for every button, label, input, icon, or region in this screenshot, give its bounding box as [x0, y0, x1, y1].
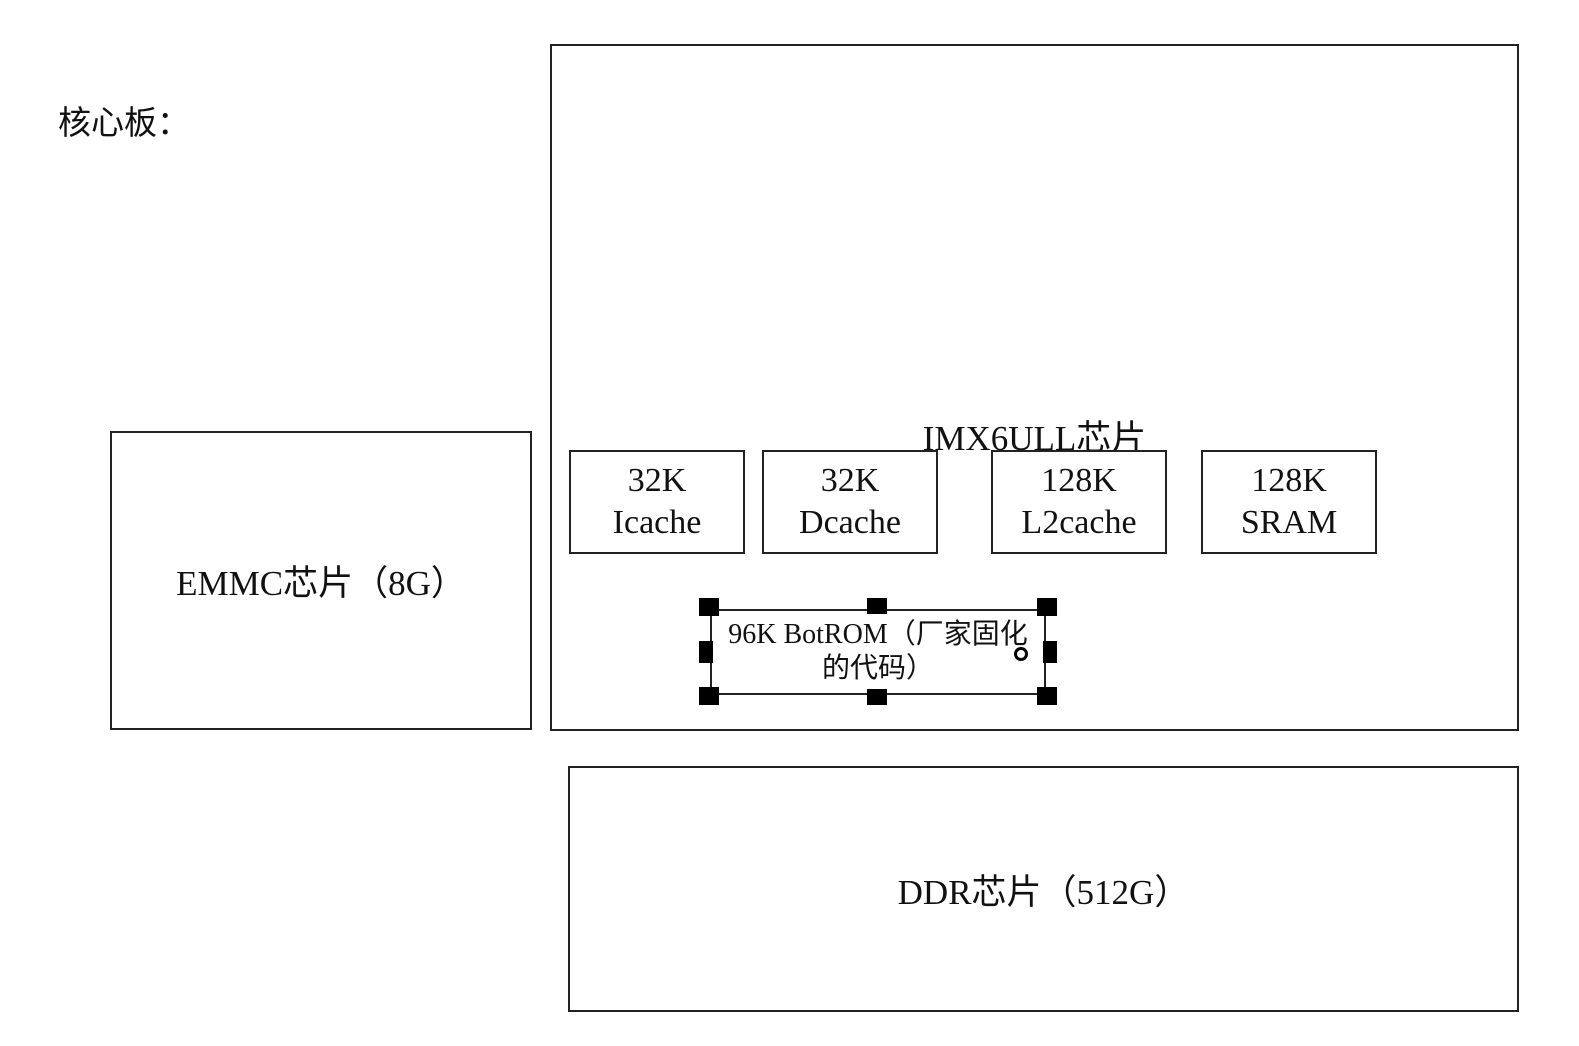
l2cache-name: L2cache	[1021, 504, 1137, 541]
sram-block[interactable]: 128K SRAM	[1201, 450, 1377, 554]
dcache-size: 32K	[820, 462, 880, 499]
page-label: 核心板：	[58, 106, 190, 142]
ddr-chip-label: DDR芯片（512G）	[897, 872, 1190, 912]
icache-block[interactable]: 32K Icache	[569, 450, 745, 554]
l2cache-size: 128K	[1041, 462, 1117, 499]
rotation-handle-icon[interactable]	[1014, 647, 1028, 661]
selection-handle-middle-left[interactable]	[699, 641, 713, 663]
selection-handle-bottom-right[interactable]	[1037, 687, 1057, 705]
icache-size: 32K	[627, 462, 687, 499]
l2cache-block[interactable]: 128K L2cache	[991, 450, 1167, 554]
emmc-chip-label: EMMC芯片（8G）	[176, 564, 466, 603]
selection-handle-top-right[interactable]	[1037, 598, 1057, 616]
selection-handle-top-left[interactable]	[699, 598, 719, 616]
emmc-chip-box[interactable]: EMMC芯片（8G）	[110, 431, 532, 730]
dcache-name: Dcache	[799, 504, 901, 541]
dcache-block[interactable]: 32K Dcache	[762, 450, 938, 554]
bootrom-line2: 的代码）	[821, 653, 934, 684]
selection-handle-bottom-middle[interactable]	[867, 689, 887, 705]
selection-handle-bottom-left[interactable]	[699, 687, 719, 705]
ddr-chip-box[interactable]: DDR芯片（512G）	[568, 766, 1519, 1012]
bootrom-line1: 96K BotROM（厂家固化	[728, 619, 1028, 650]
selection-handle-top-middle[interactable]	[867, 598, 887, 614]
bootrom-block[interactable]: 96K BotROM（厂家固化 的代码）	[710, 609, 1046, 695]
selection-handle-middle-right[interactable]	[1043, 641, 1057, 663]
icache-name: Icache	[612, 504, 702, 541]
sram-size: 128K	[1251, 462, 1327, 499]
sram-name: SRAM	[1240, 504, 1338, 541]
imx6ull-chip-box[interactable]: IMX6ULL芯片 32K Icache 32K Dcache 128K L2c…	[550, 44, 1519, 731]
